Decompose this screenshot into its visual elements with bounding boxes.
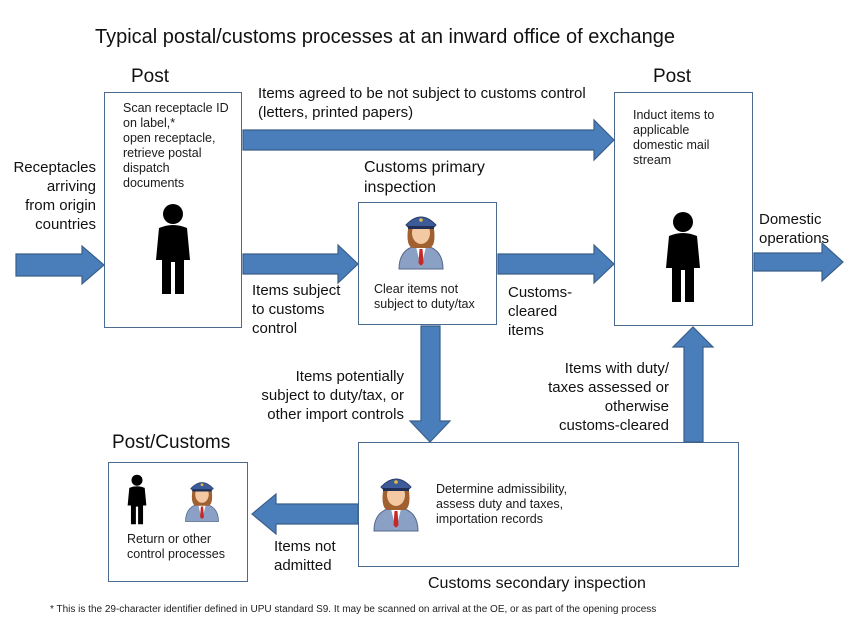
person-icon bbox=[156, 204, 190, 294]
arrow-domestic-out bbox=[753, 241, 844, 283]
arrow-receptacles-in bbox=[15, 244, 105, 286]
label-duty-assessed: Items with duty/ taxes assessed or other… bbox=[548, 360, 669, 434]
diagram-title: Typical postal/customs processes at an i… bbox=[95, 26, 675, 48]
post-left-text: Scan receptacle ID on label,* open recep… bbox=[123, 101, 229, 190]
customs-officer-icon bbox=[398, 216, 444, 270]
post-right-text: Induct items to applicable domestic mail… bbox=[633, 108, 715, 167]
header-post-customs: Post/Customs bbox=[112, 432, 231, 453]
customs-secondary-box bbox=[358, 442, 739, 567]
person-icon bbox=[666, 212, 700, 302]
arrow-not-admitted bbox=[251, 492, 359, 536]
arrow-not-subject bbox=[242, 118, 615, 162]
post-right-box bbox=[614, 92, 753, 326]
person-icon bbox=[127, 474, 147, 525]
label-potentially: Items potentially subject to duty/tax, o… bbox=[261, 368, 404, 423]
customs-officer-icon bbox=[373, 478, 419, 532]
customs-primary-text: Clear items not subject to duty/tax bbox=[374, 282, 475, 311]
header-post-right: Post bbox=[653, 66, 692, 87]
arrow-cleared-items bbox=[497, 243, 615, 285]
arrow-potentially-subject bbox=[408, 325, 452, 443]
label-subject: Items subject to customs control bbox=[252, 282, 341, 337]
customs-officer-icon bbox=[185, 482, 219, 522]
post-customs-text: Return or other control processes bbox=[127, 532, 225, 561]
label-not-subject: Items agreed to be not subject to custom… bbox=[258, 85, 586, 121]
label-receptacles: Receptacles arriving from origin countri… bbox=[13, 159, 96, 233]
secondary-text: Determine admissibility, assess duty and… bbox=[436, 482, 568, 526]
header-customs-primary: Customs primary inspection bbox=[364, 159, 485, 196]
footnote: * This is the 29-character identifier de… bbox=[50, 604, 657, 615]
label-cleared: Customs- cleared items bbox=[508, 284, 573, 339]
header-post-left: Post bbox=[131, 66, 170, 87]
arrow-duty-assessed bbox=[671, 326, 715, 443]
label-not-admitted: Items not admitted bbox=[274, 538, 336, 574]
label-domestic: Domestic operations bbox=[759, 211, 830, 247]
arrow-to-customs-primary bbox=[242, 243, 359, 285]
header-customs-secondary: Customs secondary inspection bbox=[428, 575, 646, 592]
